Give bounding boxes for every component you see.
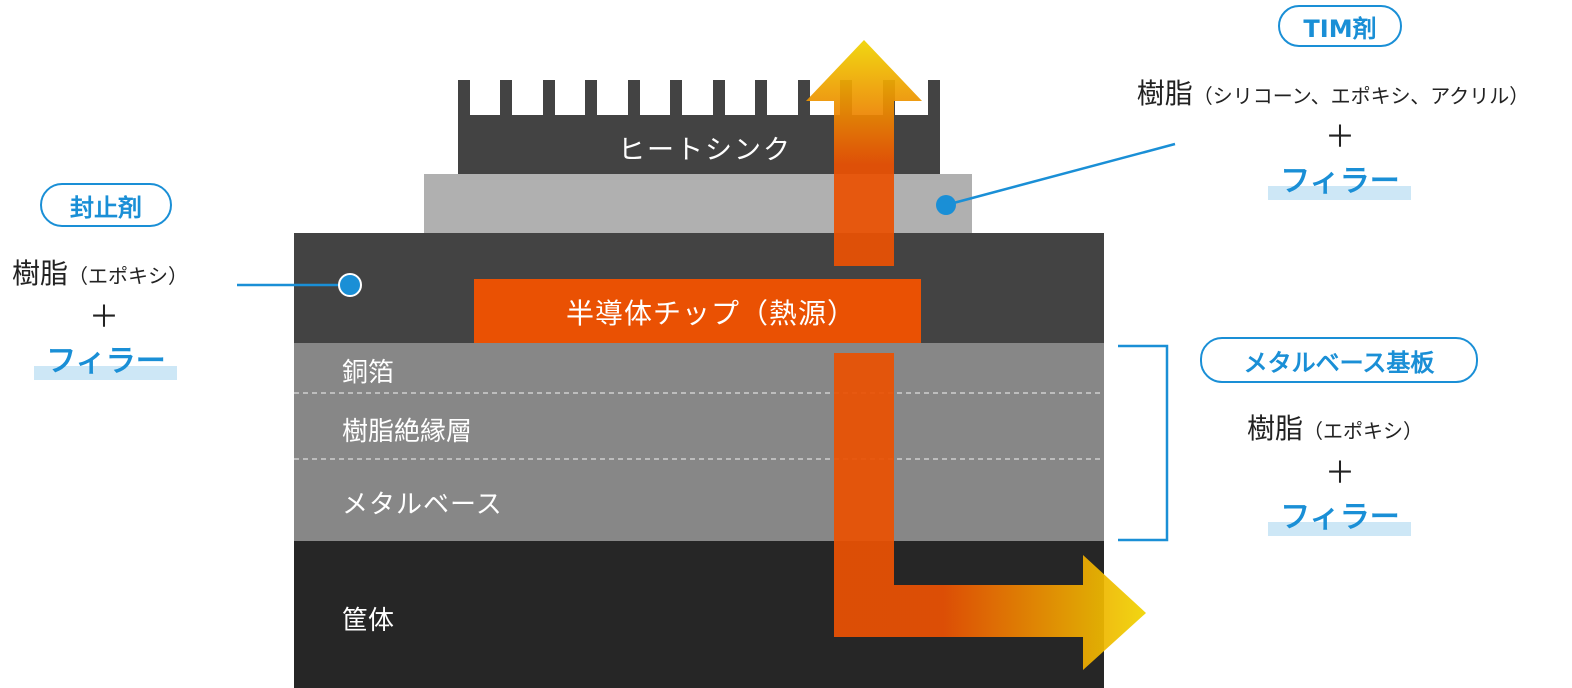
- sealant-plus: ＋: [89, 300, 119, 335]
- heat-flow-up-arrow: [806, 40, 922, 266]
- sealant-filler: フィラー: [46, 344, 166, 379]
- substrate-resin-detail: （エポキシ）: [1303, 419, 1423, 443]
- sealant-title-badge: 封止剤: [40, 183, 172, 227]
- chip-label: 半導体チップ（熱源）: [566, 297, 857, 330]
- sealant-resin-detail: （エポキシ）: [68, 264, 188, 288]
- heat-flow-right-arrow: [834, 353, 1146, 670]
- copper-foil-label: 銅箔: [342, 358, 395, 388]
- substrate-filler-highlight: [1268, 522, 1411, 536]
- substrate-title: メタルベース基板: [1243, 348, 1435, 377]
- tim-resin-detail: （シリコーン、エポキシ、アクリル）: [1192, 84, 1530, 108]
- tim-leader-line: [945, 142, 1176, 207]
- chip-block: [474, 279, 921, 343]
- tim-resin-line: 樹脂（シリコーン、エポキシ、アクリル）: [1098, 72, 1568, 112]
- substrate-plus: ＋: [1325, 456, 1355, 491]
- insulation-label: 樹脂絶縁層: [342, 417, 473, 447]
- substrate-filler: フィラー: [1280, 500, 1400, 535]
- substrate-title-badge: メタルベース基板: [1200, 337, 1478, 383]
- sealant-resin-line: 樹脂（エポキシ）: [0, 252, 200, 292]
- tim-title-badge: TIM剤: [1278, 5, 1402, 47]
- sealant-title: 封止剤: [70, 193, 142, 222]
- tim-filler: フィラー: [1280, 164, 1400, 199]
- substrate-resin-line: 樹脂（エポキシ）: [1210, 407, 1460, 447]
- substrate-layer: [294, 343, 1104, 541]
- substrate-resin: 樹脂: [1246, 412, 1303, 445]
- metal-base-label: メタルベース: [342, 490, 503, 520]
- substrate-bracket: [1118, 344, 1169, 542]
- housing-label: 筐体: [342, 606, 395, 636]
- tim-plus: ＋: [1325, 120, 1355, 155]
- sealant-filler-highlight: [34, 366, 177, 380]
- sealant-resin: 樹脂: [11, 257, 68, 290]
- tim-leader-dot: [936, 195, 956, 215]
- tim-title: TIM剤: [1303, 14, 1377, 43]
- sealant-leader-dot: [338, 273, 362, 297]
- tim-resin: 樹脂: [1136, 77, 1193, 110]
- tim-filler-highlight: [1268, 186, 1411, 200]
- heat-sink-label: ヒートシンク: [618, 135, 792, 166]
